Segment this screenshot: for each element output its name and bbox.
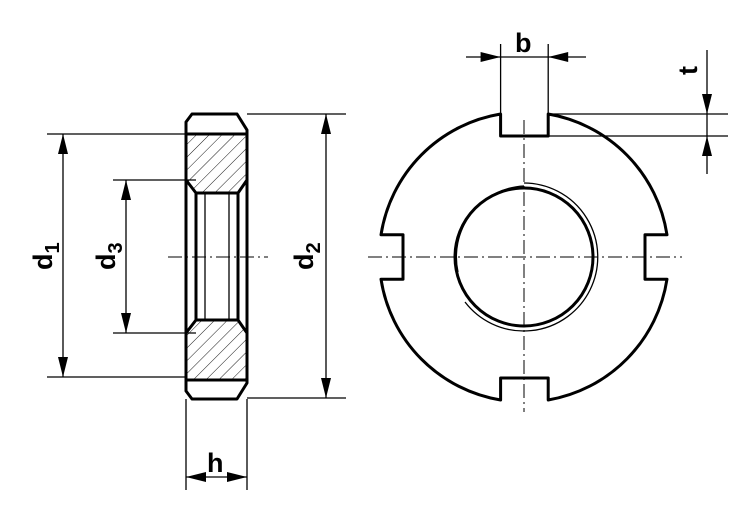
bore-chamfer-top [184, 178, 249, 195]
thread-arc [464, 182, 599, 332]
dimension-b: b [466, 28, 586, 114]
b-label: b [515, 28, 532, 58]
d3-label: d3 [91, 242, 127, 270]
t-label: t [673, 66, 703, 75]
d2-label: d2 [289, 242, 325, 270]
dimension-h: h [185, 399, 248, 490]
dimension-t: t [548, 50, 728, 174]
front-view [368, 112, 682, 412]
thread-arc-inner [455, 185, 525, 273]
section-hatch-bottom [186, 320, 247, 380]
nut-side-outline [184, 112, 249, 401]
dimension-d1: d1 [28, 133, 186, 378]
nut-outer-contour-with-slots [379, 112, 669, 402]
h-label: h [207, 448, 224, 478]
bore-chamfer-bottom [184, 318, 249, 335]
section-hatch-top [186, 134, 247, 193]
dimension-d3: d3 [91, 179, 196, 334]
d1-label: d1 [28, 242, 64, 270]
dimension-d2: d2 [247, 113, 346, 399]
side-section-view [168, 112, 268, 401]
